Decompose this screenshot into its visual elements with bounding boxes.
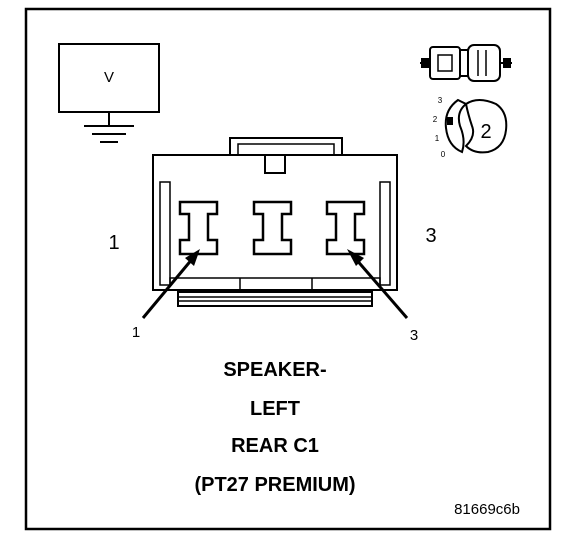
voltmeter-icon — [58, 43, 160, 143]
title-line-1: SPEAKER- — [223, 359, 326, 381]
scale-mark-3: 3 — [438, 96, 443, 105]
figure-code: 81669c6b — [454, 501, 520, 518]
title-line-2: LEFT — [250, 398, 300, 420]
connector-face-icon — [444, 98, 508, 154]
connector-body — [152, 137, 398, 307]
pin-3-label: 3 — [425, 225, 436, 247]
meter-label: V — [104, 69, 114, 86]
connector-pair-icon — [420, 44, 512, 82]
terminal-cavity-1 — [178, 200, 219, 256]
terminal-cavity-2 — [252, 200, 293, 256]
scale-mark-1: 1 — [435, 134, 440, 143]
pointer-arrow-pin-1 — [141, 249, 200, 319]
pointer-label-1: 1 — [132, 324, 140, 341]
scale-mark-2: 2 — [433, 115, 438, 124]
pointer-arrow-pin-3 — [347, 249, 409, 319]
pointer-label-3: 3 — [410, 327, 418, 344]
title-line-3: REAR C1 — [231, 435, 319, 457]
title-line-4: (PT27 PREMIUM) — [194, 474, 355, 496]
figure-frame — [24, 7, 552, 531]
cavity-number-label: 2 — [480, 121, 491, 143]
terminal-cavity-3 — [325, 200, 366, 256]
scale-mark-0: 0 — [441, 150, 446, 159]
pin-1-label: 1 — [108, 232, 119, 254]
